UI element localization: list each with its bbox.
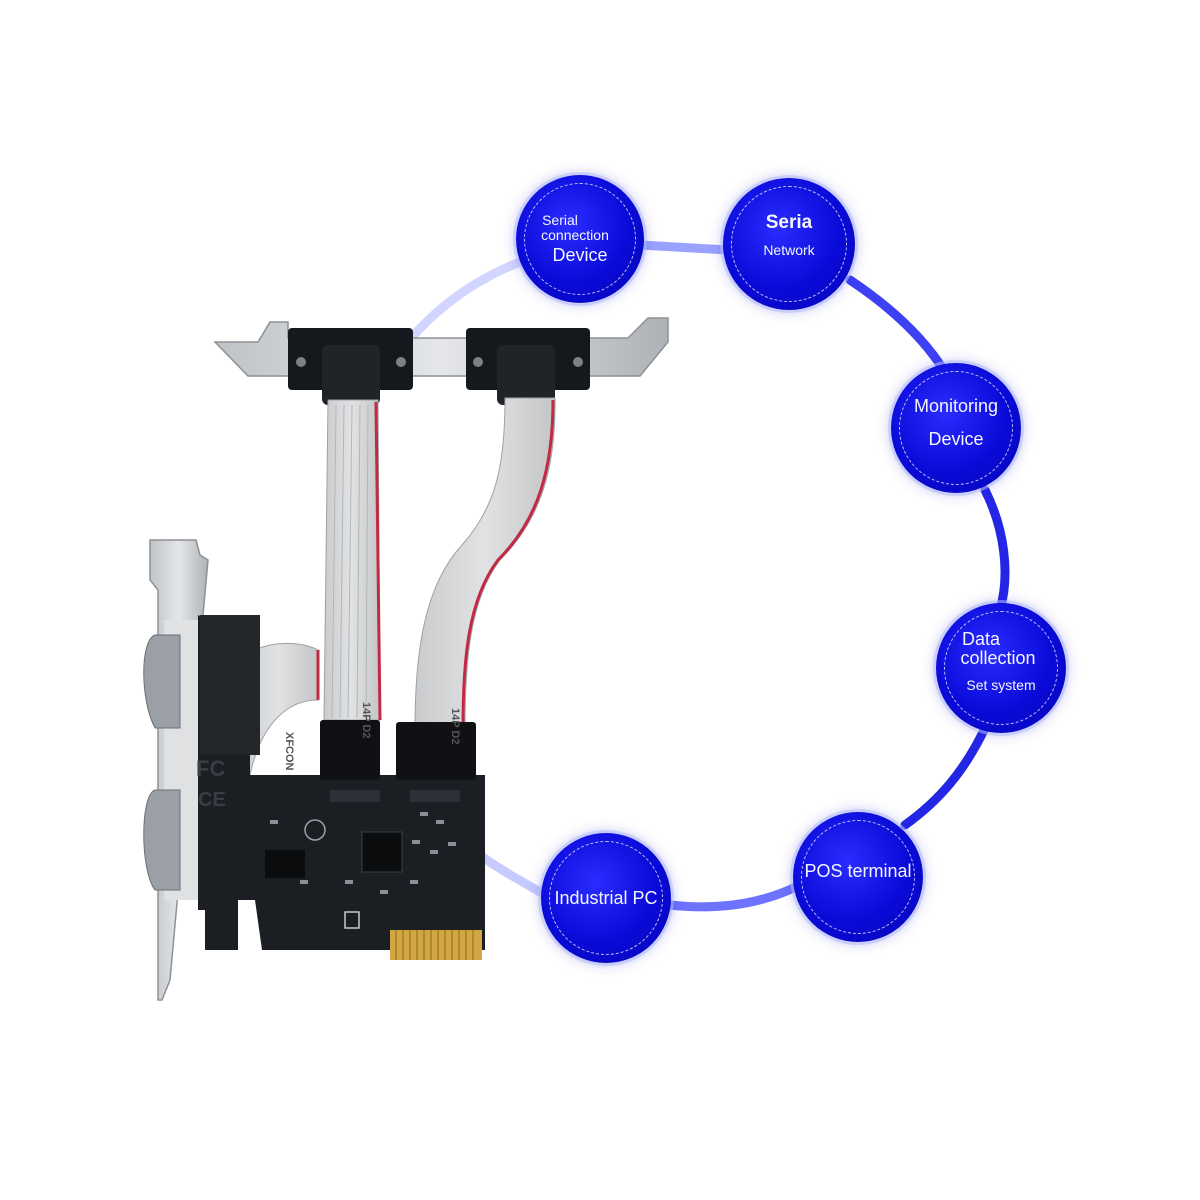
ce-mark: CE [198,789,226,811]
bubble-line: Device [552,245,608,266]
card-bracket [143,539,209,1001]
cable-label-2: 14P D2 [360,702,372,739]
bubble-line: Serial [542,211,578,228]
bubble-line: Monitoring [913,396,999,417]
bubble-monitoring-device: Monitoring Device [891,363,1021,493]
bubble-line: Device [928,429,984,449]
pcb-board [198,615,485,950]
bubble-line: collection [960,647,1036,668]
cable-label-3: 14P D2 [449,708,461,745]
fcc-mark: FC [196,756,225,781]
ribbon-cables [237,397,556,776]
top-bracket [213,317,669,405]
card-markings: FC CE XFCON 14P D2 14P D2 [196,702,461,811]
bubble-line: Seria [765,211,813,233]
bubble-serial-connection-device: Serial connection Device [516,175,644,303]
cable-label-1: XFCON [283,732,295,771]
bubble-pos-terminal: POS terminal [793,812,923,942]
bubble-line: Industrial PC [554,887,658,908]
bubble-line: connection [541,226,609,243]
pcie-gold-fingers [390,930,482,960]
bubble-line: Data [961,628,1001,649]
bubble-serial-network: Seria Network [723,178,855,310]
bubble-industrial-pc: Industrial PC [541,833,671,963]
bubble-line: Network [763,241,815,258]
bubble-line: Set system [966,676,1036,693]
bubble-data-collection: Data collection Set system [936,603,1066,733]
bubble-line: POS terminal [804,860,912,881]
